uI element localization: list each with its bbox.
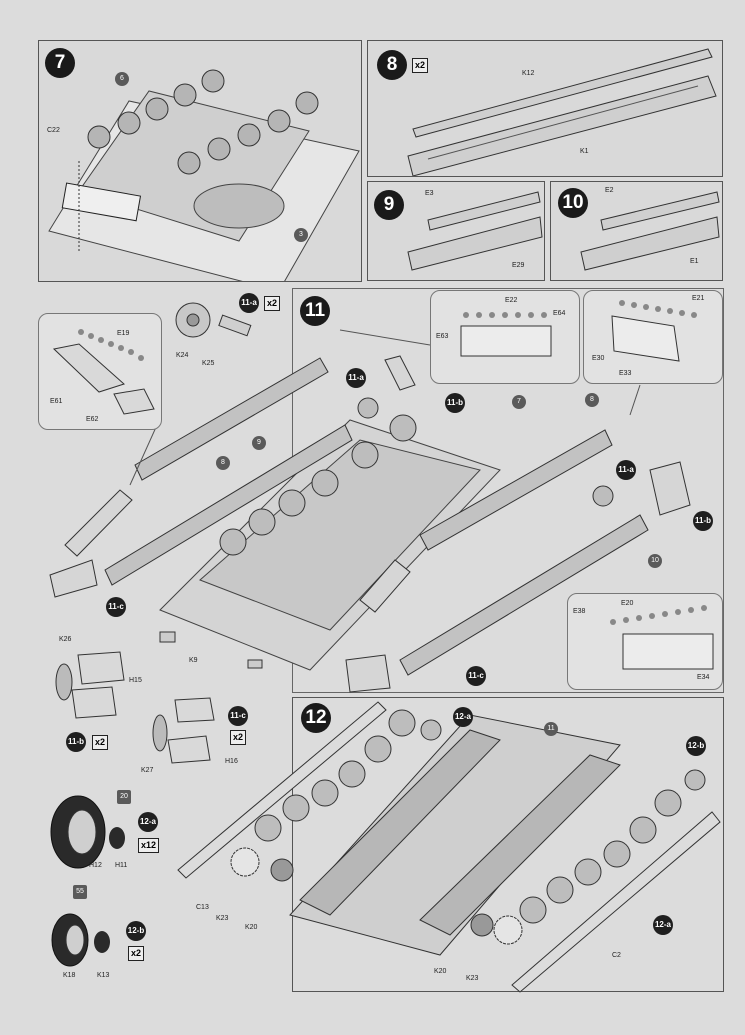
ref-55: 55 bbox=[73, 885, 87, 899]
step-10-badge: 10 bbox=[558, 188, 588, 218]
multiplier-x12: x12 bbox=[138, 838, 160, 853]
track-links-illustration bbox=[460, 312, 552, 357]
ref-11: 11 bbox=[544, 722, 558, 736]
part-E33: E33 bbox=[619, 370, 632, 377]
part-E64: E64 bbox=[553, 310, 566, 317]
track-links-illustration bbox=[52, 329, 155, 415]
multiplier-x2: x2 bbox=[412, 58, 429, 73]
part-E30: E30 bbox=[592, 355, 605, 362]
ref-11-c: 11-c bbox=[466, 666, 486, 686]
track-links-illustration bbox=[611, 300, 697, 362]
ref-11-a: 11-a bbox=[346, 368, 366, 388]
subassembly-11-b-badge: 11-b bbox=[66, 732, 86, 752]
part-E21: E21 bbox=[692, 295, 705, 302]
part-E19: E19 bbox=[117, 330, 130, 337]
step-8-panel bbox=[367, 40, 723, 177]
ref-11-c: 11-c bbox=[106, 597, 126, 617]
part-E34: E34 bbox=[697, 674, 710, 681]
step-7-badge: 7 bbox=[45, 48, 75, 78]
subassembly-12-a-badge: 12-a bbox=[138, 812, 158, 832]
step-12-panel bbox=[292, 697, 724, 992]
ref-11-b: 11-b bbox=[445, 393, 465, 413]
part-E61: E61 bbox=[50, 398, 63, 405]
part-K26: K26 bbox=[59, 636, 72, 643]
part-K24: K24 bbox=[176, 352, 189, 359]
part-E29: E29 bbox=[512, 262, 525, 269]
callout-track-links-bottom bbox=[567, 593, 723, 690]
step-8-badge: 8 bbox=[377, 50, 407, 80]
part-E22: E22 bbox=[505, 297, 518, 304]
ref-11-a: 11-a bbox=[616, 460, 636, 480]
callout-track-links-left bbox=[38, 313, 162, 430]
part-E1: E1 bbox=[690, 258, 699, 265]
track-segment-illustration bbox=[407, 191, 543, 271]
part-K13: K13 bbox=[97, 972, 110, 979]
part-K23: K23 bbox=[466, 975, 479, 982]
step-10-panel bbox=[550, 181, 723, 281]
ref-11-b: 11-b bbox=[693, 511, 713, 531]
step-7-panel bbox=[38, 40, 362, 282]
ref-12-b: 12-b bbox=[686, 736, 706, 756]
step-11-badge: 11 bbox=[300, 296, 330, 326]
part-K27: K27 bbox=[141, 767, 154, 774]
part-C13: C13 bbox=[196, 904, 209, 911]
step-12-badge: 12 bbox=[301, 703, 331, 733]
ref-3: 3 bbox=[294, 228, 308, 242]
part-H16: H16 bbox=[225, 758, 238, 765]
part-E2: E2 bbox=[605, 187, 614, 194]
subassembly-12-b-badge: 12-b bbox=[126, 921, 146, 941]
ref-20: 20 bbox=[117, 790, 131, 804]
part-K1: K1 bbox=[580, 148, 589, 155]
multiplier-x2: x2 bbox=[230, 730, 247, 745]
ref-12-a: 12-a bbox=[653, 915, 673, 935]
track-segment-illustration bbox=[580, 191, 720, 271]
ref-7: 7 bbox=[512, 395, 526, 409]
subassembly-11-a-badge: 11-a bbox=[239, 293, 259, 313]
step-9-badge: 9 bbox=[374, 190, 404, 220]
subassembly-11-c-badge: 11-c bbox=[228, 706, 248, 726]
part-E3: E3 bbox=[425, 190, 434, 197]
part-H12: H12 bbox=[89, 862, 102, 869]
ref-8: 8 bbox=[216, 456, 230, 470]
part-K25: K25 bbox=[202, 360, 215, 367]
part-K20: K20 bbox=[434, 968, 447, 975]
part-H15: H15 bbox=[129, 677, 142, 684]
part-C22: C22 bbox=[47, 127, 60, 134]
part-H11: H11 bbox=[115, 862, 128, 869]
part-E62: E62 bbox=[86, 416, 99, 423]
part-K23: K23 bbox=[216, 915, 229, 922]
part-K12: K12 bbox=[522, 70, 535, 77]
track-links-illustration bbox=[610, 605, 714, 670]
ref-8: 8 bbox=[585, 393, 599, 407]
hull-illustration bbox=[48, 69, 360, 281]
callout-track-links-right bbox=[583, 290, 723, 384]
part-E38: E38 bbox=[573, 608, 586, 615]
multiplier-x2: x2 bbox=[264, 296, 281, 311]
ref-6: 6 bbox=[115, 72, 129, 86]
multiplier-x2: x2 bbox=[92, 735, 109, 750]
track-strips-illustration bbox=[407, 48, 717, 176]
part-E20: E20 bbox=[621, 600, 634, 607]
part-K18: K18 bbox=[63, 972, 76, 979]
ref-10: 10 bbox=[648, 554, 662, 568]
part-C2: C2 bbox=[612, 952, 621, 959]
part-K20: K20 bbox=[245, 924, 258, 931]
part-K9: K9 bbox=[189, 657, 198, 664]
part-E63: E63 bbox=[436, 333, 449, 340]
ref-9: 9 bbox=[252, 436, 266, 450]
multiplier-x2: x2 bbox=[128, 946, 145, 961]
callout-track-links-center bbox=[430, 290, 580, 384]
ref-12-a: 12-a bbox=[453, 707, 473, 727]
